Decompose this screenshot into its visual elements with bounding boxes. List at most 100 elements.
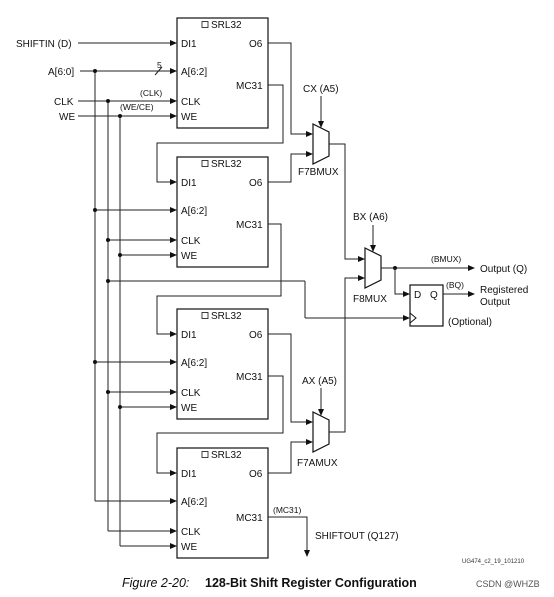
arrow-right-icon [170, 40, 177, 46]
arrow-right-icon [170, 113, 177, 119]
srl-port-we: WE [181, 403, 197, 414]
srl-port-clk: CLK [181, 527, 201, 538]
srl-port-we: WE [181, 251, 197, 262]
shiftout-label: SHIFTOUT (Q127) [315, 531, 399, 542]
srl-title: SRL32 [211, 159, 242, 170]
bq-note: (BQ) [446, 280, 464, 290]
address-label: A[6:0] [48, 67, 74, 78]
arrow-right-icon [170, 207, 177, 213]
srl-port-mc31: MC31 [236, 513, 263, 524]
o6-wire-4 [268, 441, 308, 474]
o6-wire-3 [268, 333, 308, 423]
arrow-right-icon [170, 404, 177, 410]
o6-wire-1 [268, 42, 308, 135]
arrow-right-icon [170, 252, 177, 258]
ff-d-label: D [414, 290, 421, 301]
srl-title-square-icon [201, 21, 209, 28]
junction-dot [106, 279, 110, 283]
cascade-wire-3 [156, 375, 284, 474]
to-ff-d-wire [394, 268, 405, 295]
arrow-right-icon [306, 419, 313, 425]
clk-note: (CLK) [140, 88, 162, 98]
mc31-note: (MC31) [273, 505, 302, 515]
f7a-to-f8-wire [329, 277, 360, 433]
arrow-right-icon [306, 131, 313, 137]
arrow-right-icon [468, 265, 475, 271]
figure-number: Figure 2-20: [122, 576, 189, 590]
arrow-right-icon [170, 389, 177, 395]
cascade-wire-2 [156, 223, 282, 335]
junction-dot [93, 208, 97, 212]
srl-port-mc31: MC31 [236, 81, 263, 92]
clock-triangle-icon [409, 312, 417, 324]
srl-port-di: DI1 [181, 39, 197, 50]
output-q-label: Output (Q) [480, 264, 527, 275]
arrow-right-icon [306, 439, 313, 445]
junction-dot [106, 238, 110, 242]
junction-dot [106, 390, 110, 394]
watermark: CSDN @WHZB [476, 579, 540, 589]
flip-flop-block [409, 284, 444, 327]
arrow-down-icon [304, 550, 310, 557]
we-label: WE [59, 112, 75, 123]
junction-dot [118, 114, 122, 118]
f7bmux-shape [312, 123, 330, 165]
bx-label: BX (A6) [353, 212, 388, 223]
arrow-right-icon [170, 68, 177, 74]
srl-port-mc31: MC31 [236, 220, 263, 231]
junction-dot [93, 69, 97, 73]
srl-title-square-icon [201, 451, 209, 458]
arrow-right-icon [170, 528, 177, 534]
f7bmux-label: F7BMUX [298, 167, 339, 178]
srl-port-we: WE [181, 112, 197, 123]
arrow-right-icon [170, 331, 177, 337]
registered-label: Registered [480, 285, 528, 296]
srl-port-di: DI1 [181, 330, 197, 341]
srl-port-mc31: MC31 [236, 372, 263, 383]
shiftin-label: SHIFTIN (D) [16, 39, 72, 50]
arrow-right-icon [170, 98, 177, 104]
srl-title-square-icon [201, 160, 209, 167]
junction-dot [106, 99, 110, 103]
arrow-right-icon [170, 179, 177, 185]
arrow-right-icon [403, 291, 410, 297]
srl-title-square-icon [201, 312, 209, 319]
junction-dot [93, 360, 97, 364]
srl-port-o6: O6 [249, 178, 263, 189]
f7b-to-f8-wire [329, 143, 360, 260]
bus-slash [154, 66, 163, 76]
srl32-block-2 [176, 156, 269, 268]
arrow-down-icon [318, 121, 324, 128]
arrow-right-icon [306, 151, 313, 157]
srl-port-clk: CLK [181, 97, 201, 108]
srl-title: SRL32 [211, 311, 242, 322]
srl-port-o6: O6 [249, 469, 263, 480]
we-ce-note: (WE/CE) [120, 102, 154, 112]
srl32-block-4 [176, 447, 269, 559]
document-id: UG474_c2_19_101210 [462, 559, 525, 565]
srl-port-clk: CLK [181, 388, 201, 399]
ff-q-label: Q [430, 290, 438, 301]
arrow-right-icon [170, 470, 177, 476]
srl-port-clk: CLK [181, 236, 201, 247]
junction-dot [118, 253, 122, 257]
arrow-down-icon [318, 409, 324, 416]
srl-port-addr: A[6:2] [181, 206, 207, 217]
arrow-right-icon [358, 256, 365, 262]
f7amux-shape [312, 411, 330, 453]
srl-port-di: DI1 [181, 469, 197, 480]
arrow-right-icon [170, 498, 177, 504]
clk-label: CLK [54, 97, 74, 108]
srl-port-o6: O6 [249, 39, 263, 50]
cascade-wire-1 [156, 84, 284, 183]
f8mux-label: F8MUX [353, 294, 387, 305]
arrow-right-icon [170, 359, 177, 365]
ax-label: AX (A5) [302, 376, 337, 387]
optional-label: (Optional) [448, 317, 492, 328]
arrow-down-icon [370, 245, 376, 252]
srl-port-o6: O6 [249, 330, 263, 341]
bmux-note: (BMUX) [431, 254, 461, 264]
arrow-right-icon [170, 237, 177, 243]
o6-wire-2 [268, 153, 308, 183]
